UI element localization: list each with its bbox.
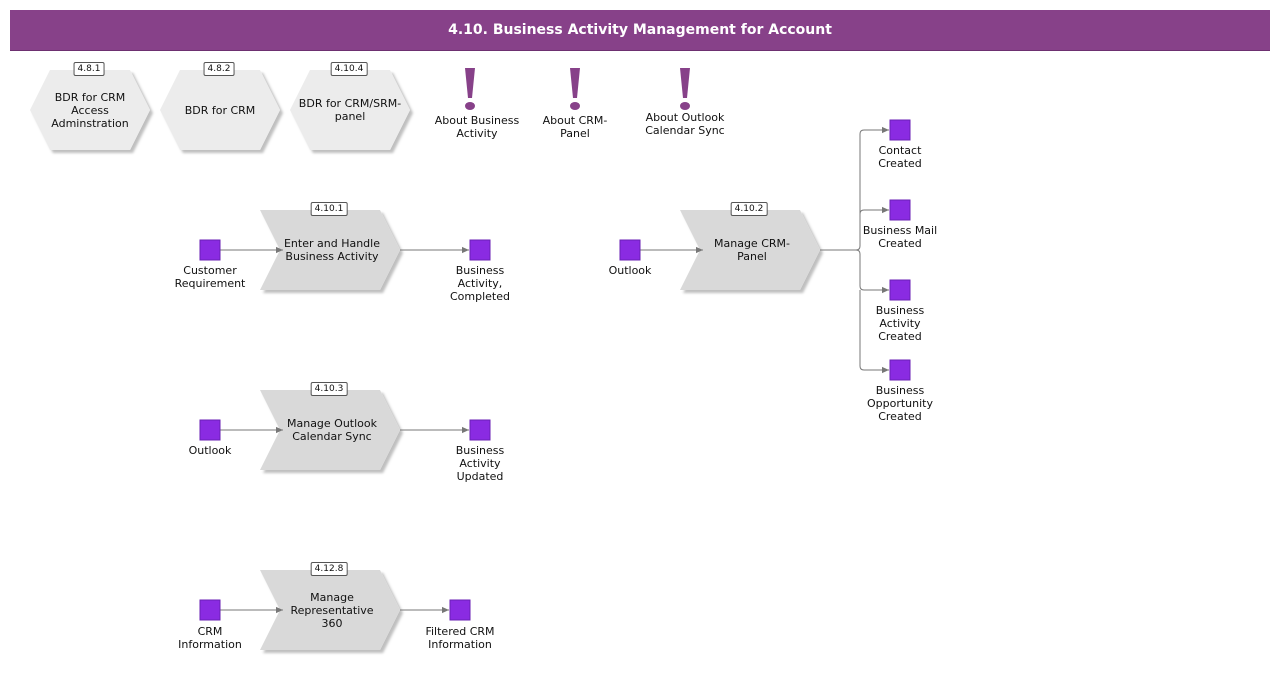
function-id-badge: 4.12.8 bbox=[310, 562, 348, 576]
connector-branch bbox=[859, 290, 889, 374]
connector-branch bbox=[859, 206, 889, 215]
process-id-badge: 4.8.2 bbox=[203, 62, 235, 76]
event-label: Business Activity Created bbox=[875, 304, 925, 343]
event-square[interactable] bbox=[469, 239, 491, 261]
event-square[interactable] bbox=[199, 239, 221, 261]
event-label: Business Activity Updated bbox=[455, 444, 505, 483]
process-interface-label: BDR for CRM/SRM-panel bbox=[298, 97, 402, 123]
event-label: Outlook bbox=[188, 444, 232, 457]
event-label: Business Opportunity Created bbox=[866, 384, 933, 423]
function-chevron[interactable] bbox=[260, 390, 400, 470]
process-interface-hexagon[interactable] bbox=[160, 70, 280, 150]
note-label: About Outlook Calendar Sync bbox=[645, 111, 725, 137]
process-interface-label: BDR for CRM Access Adminstration bbox=[51, 90, 129, 130]
process-id-badge: 4.10.4 bbox=[330, 62, 368, 76]
function-label: Manage Outlook Calendar Sync bbox=[286, 417, 378, 443]
function-chevron[interactable] bbox=[260, 210, 400, 290]
process-id-badge: 4.8.1 bbox=[73, 62, 105, 76]
event-square[interactable] bbox=[199, 599, 221, 621]
event-square[interactable] bbox=[449, 599, 471, 621]
process-interface-label: BDR for CRM bbox=[184, 103, 256, 117]
event-square[interactable] bbox=[469, 419, 491, 441]
function-id-badge: 4.10.1 bbox=[310, 202, 348, 216]
connector-branch bbox=[855, 249, 889, 294]
event-label: Business Mail Created bbox=[862, 224, 938, 250]
function-label: Manage Representative 360 bbox=[290, 590, 374, 630]
event-label: CRM Information bbox=[178, 625, 242, 651]
exclamation-icon[interactable] bbox=[565, 68, 585, 112]
event-label: Customer Requirement bbox=[174, 264, 246, 290]
note-label: About CRM-Panel bbox=[542, 114, 608, 140]
event-label: Outlook bbox=[608, 264, 652, 277]
function-label: Manage CRM-Panel bbox=[714, 237, 790, 263]
event-square[interactable] bbox=[889, 199, 911, 221]
process-interface-hexagon[interactable] bbox=[30, 70, 150, 150]
function-chevron[interactable] bbox=[680, 210, 820, 290]
process-interface-hexagon[interactable] bbox=[290, 70, 410, 150]
function-label: Enter and Handle Business Activity bbox=[283, 237, 380, 263]
page-title: 4.10. Business Activity Management for A… bbox=[10, 10, 1270, 51]
event-square[interactable] bbox=[619, 239, 641, 261]
event-label: Filtered CRM Information bbox=[425, 625, 495, 651]
function-id-badge: 4.10.2 bbox=[730, 202, 768, 216]
event-square[interactable] bbox=[889, 119, 911, 141]
exclamation-icon[interactable] bbox=[675, 68, 695, 112]
event-label: Business Activity, Completed bbox=[450, 264, 510, 303]
exclamation-icon[interactable] bbox=[460, 68, 480, 112]
function-chevron[interactable] bbox=[260, 570, 400, 650]
event-square[interactable] bbox=[889, 279, 911, 301]
event-square[interactable] bbox=[889, 359, 911, 381]
event-label: Contact Created bbox=[878, 144, 922, 170]
event-square[interactable] bbox=[199, 419, 221, 441]
function-id-badge: 4.10.3 bbox=[310, 382, 348, 396]
note-label: About Business Activity bbox=[434, 114, 520, 140]
